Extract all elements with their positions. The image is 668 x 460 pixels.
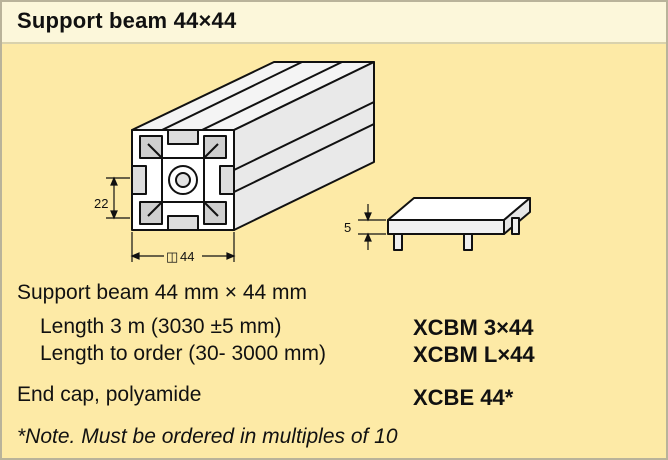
footnote: *Note. Must be ordered in multiples of 1… xyxy=(17,425,398,448)
cap-thickness-dimension xyxy=(358,204,386,250)
beam-heading: Support beam 44 mm × 44 mm xyxy=(17,281,308,304)
cap-thickness-label: 5 xyxy=(344,220,351,235)
endcap-label: End cap, polyamide xyxy=(17,383,202,406)
beam-profile-illustration xyxy=(131,61,375,231)
card-header: Support beam 44×44 xyxy=(2,2,666,44)
width-symbol-icon: ◫ xyxy=(166,249,178,264)
technical-drawing: 22 ◫ 44 xyxy=(94,61,531,264)
end-cap-illustration xyxy=(387,197,531,251)
endcap-code: XCBE 44* xyxy=(413,385,514,410)
width-dimension xyxy=(130,232,236,262)
width-dimension-label: 44 xyxy=(180,249,194,264)
page-title: Support beam 44×44 xyxy=(17,8,237,33)
row-label-3m: Length 3 m (3030 ±5 mm) xyxy=(40,315,282,338)
height-dimension xyxy=(106,176,130,220)
row-code-to-order: XCBM L×44 xyxy=(413,342,535,367)
row-code-3m: XCBM 3×44 xyxy=(413,315,534,340)
height-dimension-label: 22 xyxy=(94,196,108,211)
row-label-to-order: Length to order (30- 3000 mm) xyxy=(40,342,326,365)
